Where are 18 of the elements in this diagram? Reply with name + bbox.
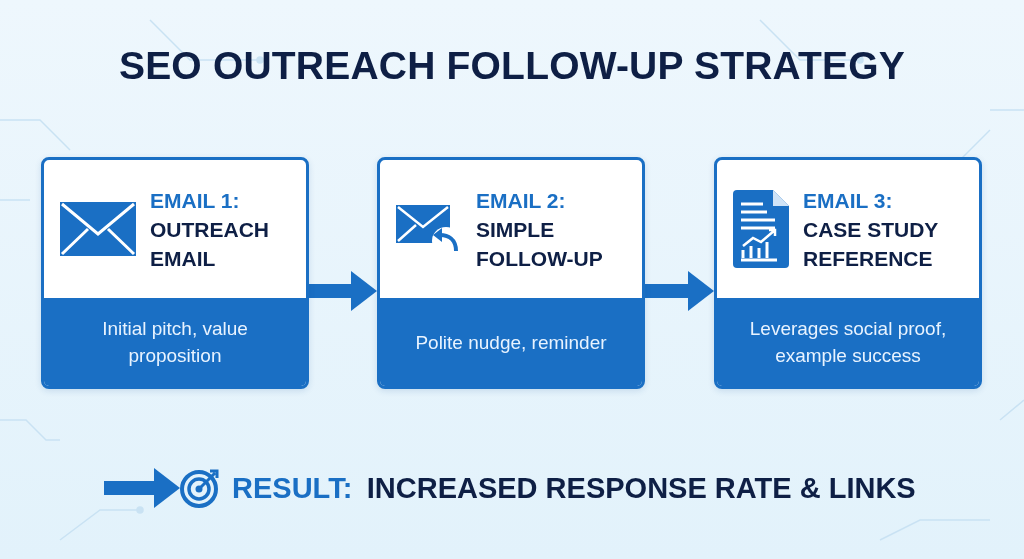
arrow — [645, 271, 714, 311]
step-description: Leverages social proof, example success — [748, 317, 948, 368]
result-text: INCREASED RESPONSE RATE & LINKS — [366, 471, 916, 504]
arrow — [309, 271, 377, 311]
step-description: Initial pitch, value proposition — [101, 317, 249, 368]
step-number: EMAIL 1: — [150, 187, 241, 214]
step-title: CASE STUDY REFERENCE — [803, 216, 939, 272]
step-card — [377, 157, 645, 389]
step-title: OUTREACH EMAIL — [150, 216, 270, 272]
step-card — [41, 157, 309, 389]
step-number: EMAIL 2: — [476, 187, 567, 214]
step-description: Polite nudge, reminder — [415, 330, 607, 355]
step-number: EMAIL 3: — [803, 187, 894, 214]
step-card — [714, 157, 982, 389]
result-label: RESULT: — [232, 471, 353, 504]
step-title: SIMPLE FOLLOW-UP — [476, 216, 604, 272]
arrow — [104, 468, 180, 508]
diagram-title: SEO OUTREACH FOLLOW-UP STRATEGY — [117, 44, 907, 88]
